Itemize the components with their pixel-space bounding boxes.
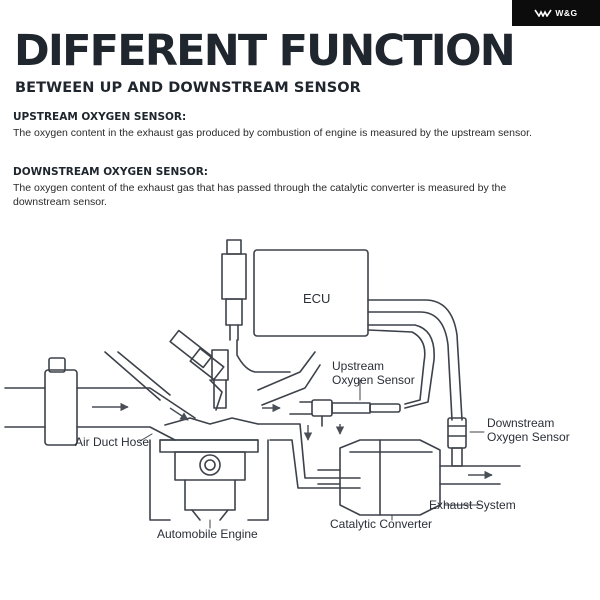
page-subtitle: BETWEEN UP AND DOWNSTREAM SENSOR xyxy=(15,80,361,96)
spark-plug xyxy=(211,349,229,409)
ecu-wiring xyxy=(236,299,463,421)
downstream-oxygen-sensor xyxy=(447,417,467,467)
downstream-label-line1: Downstream xyxy=(487,416,554,430)
downstream-description: The oxygen content of the exhaust gas th… xyxy=(13,182,507,208)
catalytic-converter xyxy=(317,439,521,516)
cylinder-head xyxy=(159,351,321,441)
page-title: DIFFERENT FUNCTION xyxy=(14,26,516,76)
upstream-description: The oxygen content in the exhaust gas pr… xyxy=(13,127,532,139)
ecu-box xyxy=(253,249,369,337)
exhaust-system-label: Exhaust System xyxy=(429,498,516,512)
upstream-oxygen-sensor xyxy=(311,399,401,427)
air-duct-hose xyxy=(4,351,196,446)
automobile-engine xyxy=(149,439,269,521)
flow-arrows xyxy=(92,402,493,480)
downstream-heading: DOWNSTREAM OXYGEN SENSOR: xyxy=(13,166,209,178)
upstream-label-line1: Upstream xyxy=(332,359,384,373)
fuel-injector xyxy=(169,329,225,411)
catalytic-converter-label: Catalytic Converter xyxy=(330,517,432,531)
engine-label: Automobile Engine xyxy=(157,527,258,541)
upstream-heading: UPSTREAM OXYGEN SENSOR: xyxy=(13,111,187,123)
downstream-label-line2: Oxygen Sensor xyxy=(487,430,570,444)
brand-logo: W&G xyxy=(512,0,600,26)
wings-logo-icon xyxy=(534,9,553,17)
air-duct-label: Air Duct Hose xyxy=(75,435,149,449)
upstream-label-line2: Oxygen Sensor xyxy=(332,373,415,387)
exhaust-pipe xyxy=(257,401,361,489)
brand-name: W&G xyxy=(555,8,578,18)
oxygen-sensor-diagram: ECU Upstream Oxygen Sensor Downstream Ox… xyxy=(4,239,570,541)
ignition-coil xyxy=(221,239,247,341)
leader-lines xyxy=(139,379,485,529)
ecu-label: ECU xyxy=(303,291,330,306)
